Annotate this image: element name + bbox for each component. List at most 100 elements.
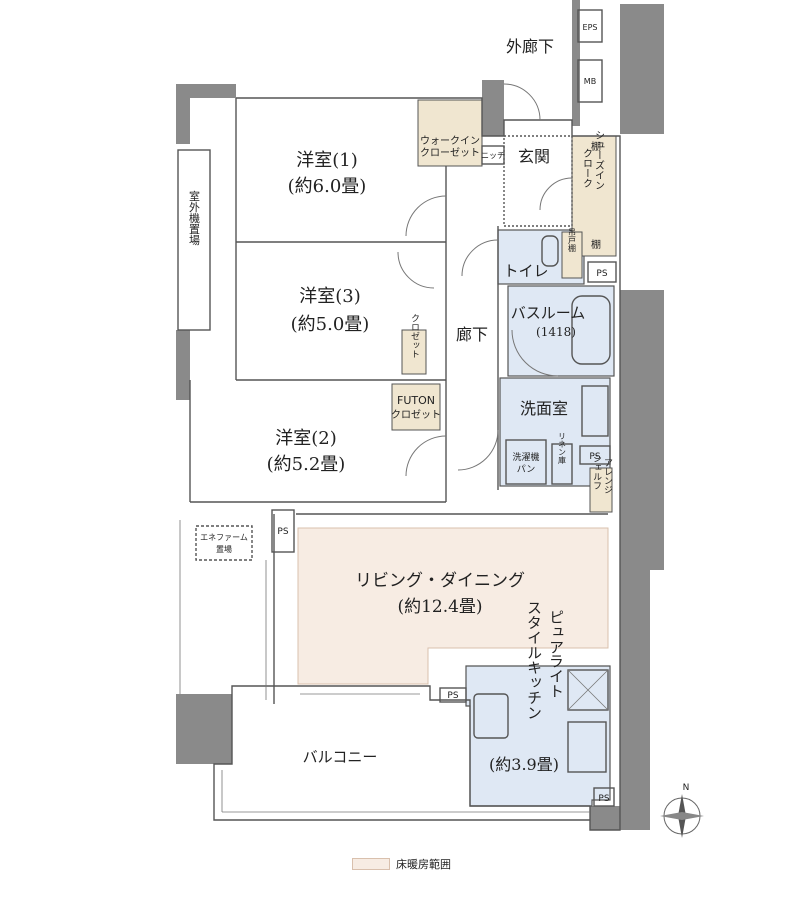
label-walk-in-1: ウォークイン xyxy=(420,135,480,147)
wall-right-mid xyxy=(620,290,664,570)
label-linen: リネン庫 xyxy=(558,432,567,465)
kitchen-line1: ピュア xyxy=(547,610,565,655)
label-walk-in-2: クローゼット xyxy=(420,147,480,159)
label-eps: EPS xyxy=(583,23,598,32)
kitchen-line4: キッチン xyxy=(525,660,543,720)
label-toilet-shelf: 吊戸棚 xyxy=(568,228,577,253)
floor-heating-zone xyxy=(297,527,609,685)
kitchen-size: (約3.9畳) xyxy=(489,755,559,774)
label-shoes-in-2: クローク xyxy=(581,148,592,188)
label-shelf: 棚 xyxy=(591,140,601,153)
kitchen-line3: スタイル xyxy=(525,600,543,660)
door-room1 xyxy=(405,195,447,237)
room-ldk-name: リビング・ダイニング xyxy=(355,571,525,591)
room-balcony-name: バルコニー xyxy=(303,748,378,766)
door-swings xyxy=(397,83,573,477)
wall-right-bottom xyxy=(590,806,630,830)
ps-box-kitchen xyxy=(439,687,467,703)
unit-outline xyxy=(213,97,621,831)
label-arrange-2: シェルフ xyxy=(591,454,602,490)
room-ldk-size: (約12.4畳) xyxy=(397,597,482,617)
door-hall xyxy=(461,239,499,277)
toilet-cabinet xyxy=(561,231,583,279)
door-room2 xyxy=(405,435,447,477)
label-laundry-1: 洗濯機 xyxy=(512,451,539,463)
futon-closet xyxy=(391,383,441,431)
room-hallway-name: 廊下 xyxy=(456,325,488,344)
label-ps-ldk: PS xyxy=(277,527,288,537)
room-toilet-name: トイレ xyxy=(503,262,548,280)
room-western2-size: (約5.2畳) xyxy=(267,454,346,475)
legend-floor-heating: 床暖房範囲 xyxy=(396,858,451,871)
wall-center-col xyxy=(572,0,580,126)
label-ps-toilet: PS xyxy=(596,269,607,279)
closet-room3 xyxy=(401,329,427,375)
kitchen-line2: ライト xyxy=(547,654,565,699)
wall-left-column xyxy=(176,330,190,400)
label-arrange-1: アレンジ xyxy=(602,458,613,494)
legend: 床暖房範囲 xyxy=(352,856,451,872)
entrance-floor xyxy=(503,135,573,227)
room-western3-size: (約5.0畳) xyxy=(291,314,370,335)
ps-box-toilet xyxy=(587,261,617,283)
label-shoes-in-1: シューズイン xyxy=(593,130,605,190)
wall-left-bottom xyxy=(176,694,232,764)
label-mb: MB xyxy=(584,77,596,86)
kitchen-area xyxy=(465,665,611,807)
niche-box xyxy=(481,145,505,165)
wall-right-top xyxy=(620,4,664,134)
north-mark: N xyxy=(683,783,690,793)
ps-box-ldk xyxy=(271,509,295,553)
label-outdoor-unit: 室外機置場 xyxy=(188,189,201,246)
room-entrance-name: 玄関 xyxy=(518,147,550,166)
washer-pan xyxy=(505,439,547,485)
kitchen-sink xyxy=(473,693,509,739)
compass-needle-cross xyxy=(660,812,704,820)
room-washroom-name: 洗面室 xyxy=(520,399,568,418)
label-futon-2: クロゼット xyxy=(391,409,441,421)
eps-box xyxy=(577,9,603,43)
outdoor-unit-box xyxy=(177,149,211,331)
fridge-space xyxy=(567,669,609,711)
compass: N xyxy=(660,783,704,838)
enefarm-box xyxy=(195,525,253,561)
sink-counter xyxy=(581,385,609,437)
bath-area xyxy=(507,285,615,377)
door-shoes xyxy=(539,177,573,211)
bathtub xyxy=(571,295,611,365)
closets xyxy=(391,99,617,513)
walk-in-closet xyxy=(417,99,483,167)
structural-walls xyxy=(176,0,664,830)
room-western2-name: 洋室(2) xyxy=(275,428,337,449)
label-shelf-2: 棚 xyxy=(591,238,601,251)
fridge-x2 xyxy=(567,669,609,711)
room-western1-name: 洋室(1) xyxy=(296,150,358,171)
door-wash xyxy=(457,429,499,471)
room-bath-name: バスルーム xyxy=(511,304,586,322)
room-western1-size: (約6.0畳) xyxy=(288,176,367,197)
ps-box-corner xyxy=(593,787,615,807)
mb-box xyxy=(577,59,603,103)
wall-left-top xyxy=(176,84,236,98)
stove xyxy=(567,721,607,773)
label-ps-corner: PS xyxy=(598,794,609,804)
label-ps-kitchen: PS xyxy=(447,691,458,701)
floor-heating-swatch xyxy=(352,858,390,870)
door-entrance xyxy=(503,83,541,121)
label-enefarm-2: 置場 xyxy=(216,544,232,554)
interior-walls xyxy=(177,9,621,831)
label-laundry-2: パン xyxy=(517,464,535,475)
label-futon-1: FUTON xyxy=(397,394,435,407)
door-room3 xyxy=(397,251,435,289)
wall-right-low xyxy=(620,570,650,830)
toilet-bowl xyxy=(541,235,559,267)
label-niche: ニッチ xyxy=(481,151,505,160)
room-bath-size: (1418) xyxy=(536,325,576,339)
kitchen-label: ピュア ライト スタイル キッチン (約3.9畳) xyxy=(489,600,565,774)
door-bath xyxy=(511,329,559,377)
label-closet-room3: クロゼット xyxy=(409,313,420,358)
label-ps-wash: PS xyxy=(589,452,600,462)
ps-box-wash xyxy=(579,445,611,465)
label-enefarm-1: エネファーム xyxy=(200,533,248,542)
